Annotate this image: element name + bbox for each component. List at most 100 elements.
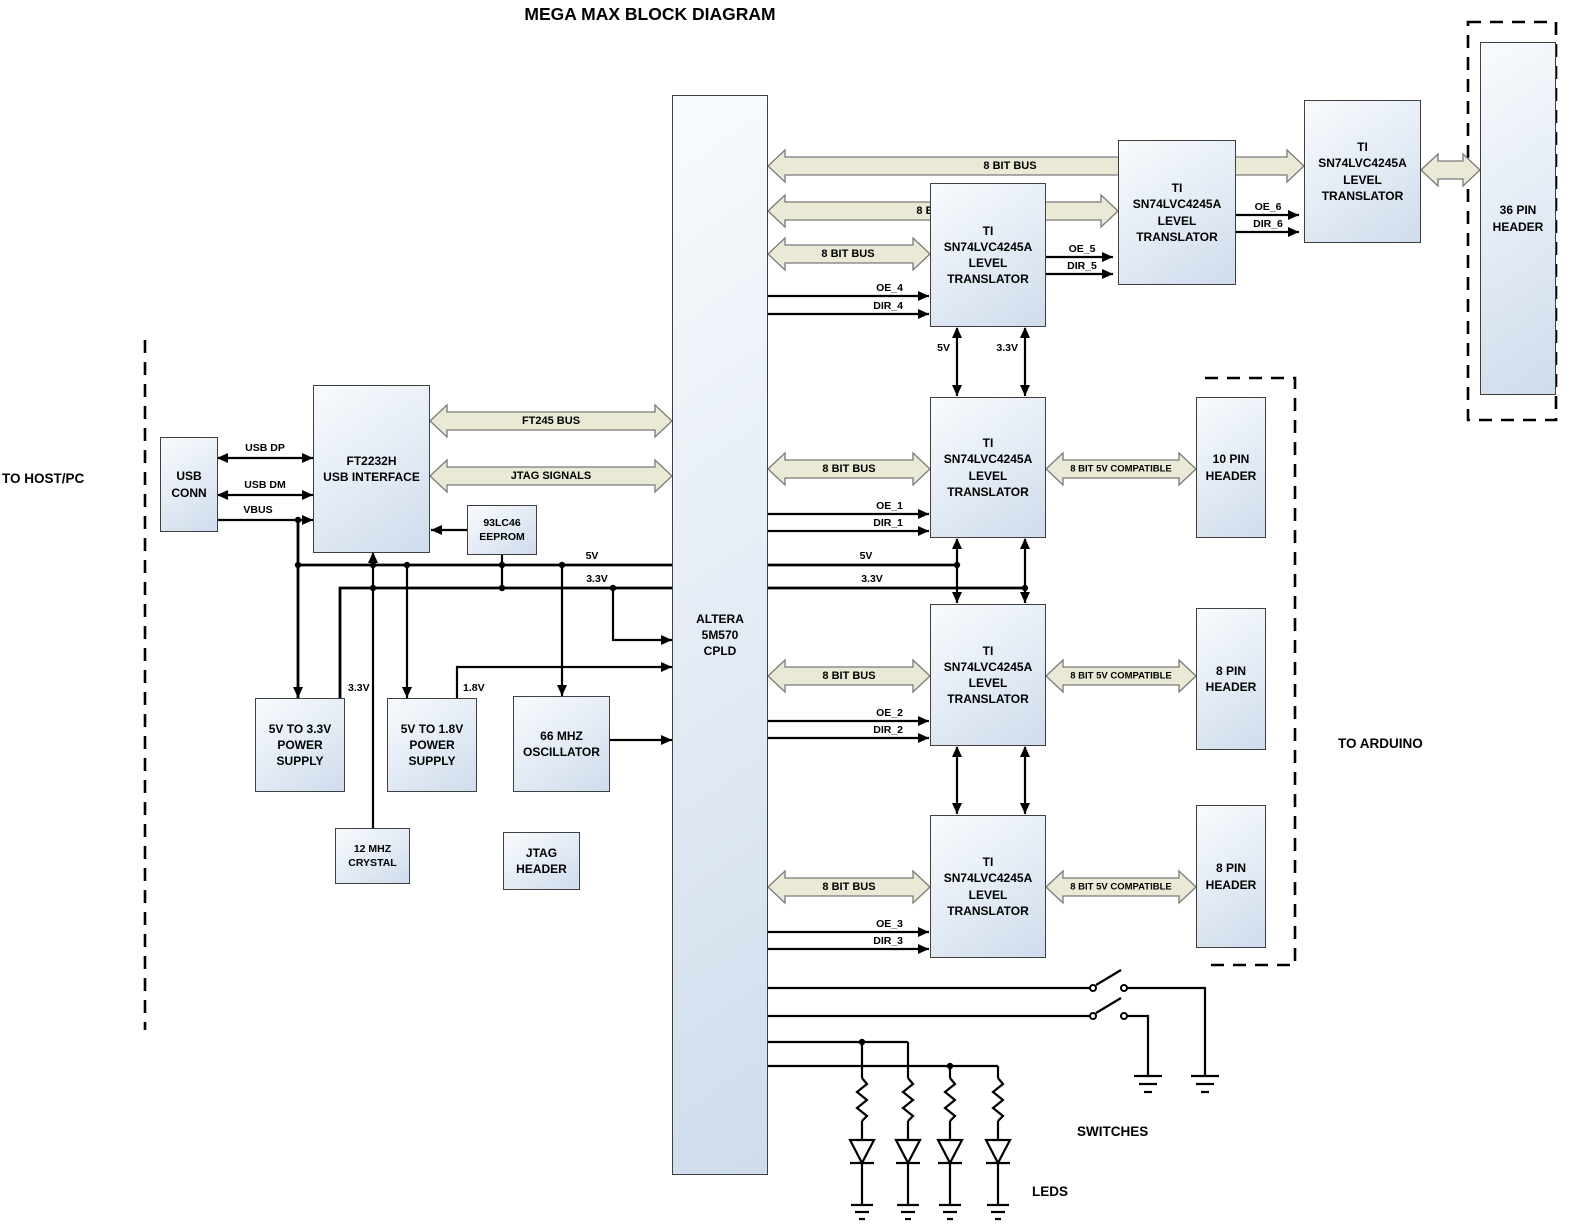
- label-5v-t4: 5V: [937, 342, 950, 354]
- block-jtag-header: JTAG HEADER: [503, 832, 580, 890]
- wire-1v8-to-cpld: [455, 662, 672, 698]
- label-vbus: VBUS: [243, 504, 272, 516]
- label-to-host-pc: TO HOST/PC: [2, 471, 85, 486]
- block-10pin-header: 10 PIN HEADER: [1196, 397, 1266, 538]
- bus-arrow-ft245: FT245 BUS: [429, 403, 673, 439]
- junction-dots: [294, 516, 1029, 1070]
- block-level-translator-1-label: TI SN74LVC4245A LEVEL TRANSLATOR: [943, 436, 1033, 499]
- block-36pin-header: 36 PIN HEADER: [1480, 42, 1556, 395]
- block-level-translator-4: TI SN74LVC4245A LEVEL TRANSLATOR: [930, 183, 1046, 327]
- block-8pin-header-2-label: 8 PIN HEADER: [1205, 861, 1257, 892]
- wire-3v3-rail: [338, 586, 1025, 698]
- ground-symbol: [1191, 1074, 1219, 1094]
- bus-arrow-8bit-top3: 8 BIT BUS: [767, 236, 931, 272]
- block-power-supply-3v3: 5V TO 3.3V POWER SUPPLY: [255, 698, 345, 792]
- label-dir6: DIR_6: [1253, 218, 1283, 230]
- block-power-supply-1v8: 5V TO 1.8V POWER SUPPLY: [387, 698, 477, 792]
- switch-blade: [1095, 997, 1122, 1014]
- block-usb-conn-label: USB CONN: [171, 469, 207, 500]
- switch-contact: [1089, 1012, 1097, 1020]
- block-altera-cpld-label: ALTERA 5M570 CPLD: [696, 611, 744, 659]
- bus-label: 8 BIT BUS: [822, 463, 875, 475]
- bus-label: FT245 BUS: [522, 415, 580, 427]
- bus-label: 8 BIT BUS: [821, 248, 874, 260]
- wire-3v3-to-cpld: [611, 588, 672, 645]
- block-eeprom-label: 93LC46 EEPROM: [479, 516, 525, 543]
- label-dir3: DIR_3: [873, 935, 903, 947]
- block-10pin-header-label: 10 PIN HEADER: [1205, 452, 1257, 483]
- diagram-title: MEGA MAX BLOCK DIAGRAM: [524, 4, 776, 24]
- label-dir1: DIR_1: [873, 517, 903, 529]
- switch-contact: [1120, 1012, 1128, 1020]
- block-oscillator: 66 MHZ OSCILLATOR: [513, 696, 610, 792]
- switch-blade: [1095, 969, 1122, 986]
- label-to-arduino: TO ARDUINO: [1338, 736, 1423, 751]
- block-altera-cpld: ALTERA 5M570 CPLD: [672, 95, 768, 1175]
- bus-arrow-8bit-t2: 8 BIT BUS: [767, 658, 931, 694]
- label-3v3-left: 3.3V: [586, 573, 608, 585]
- bus-arrow-8bit-t1: 8 BIT BUS: [767, 451, 931, 487]
- block-level-translator-6: TI SN74LVC4245A LEVEL TRANSLATOR: [1304, 100, 1421, 243]
- bus-label: 8 BIT BUS: [822, 881, 875, 893]
- block-crystal-label: 12 MHZ CRYSTAL: [348, 842, 397, 869]
- label-usb-dm: USB DM: [244, 479, 286, 491]
- block-power-supply-3v3-label: 5V TO 3.3V POWER SUPPLY: [268, 721, 332, 769]
- bus-arrow-compat-t2: 8 BIT 5V COMPATIBLE: [1045, 658, 1197, 694]
- led-chain-3: [936, 1077, 964, 1221]
- bus-arrow-jtag: JTAG SIGNALS: [429, 458, 673, 494]
- block-level-translator-5: TI SN74LVC4245A LEVEL TRANSLATOR: [1118, 140, 1236, 285]
- block-usb-conn: USB CONN: [160, 437, 218, 532]
- led-symbol: [984, 1138, 1012, 1166]
- bus-label: 8 BIT 5V COMPATIBLE: [1070, 464, 1172, 475]
- resistor-symbol: [943, 1077, 957, 1122]
- label-oe1: OE_1: [876, 500, 903, 512]
- label-switches: SWITCHES: [1077, 1124, 1149, 1139]
- bus-label: JTAG SIGNALS: [511, 470, 591, 482]
- label-usb-dp: USB DP: [245, 442, 285, 454]
- resistor-symbol: [991, 1077, 1005, 1122]
- label-3v3-right: 3.3V: [861, 573, 883, 585]
- bus-label: 8 BIT BUS: [822, 670, 875, 682]
- block-jtag-header-label: JTAG HEADER: [516, 845, 567, 876]
- block-8pin-header-1: 8 PIN HEADER: [1196, 608, 1266, 750]
- label-3v3-t4: 3.3V: [996, 342, 1018, 354]
- block-36pin-header-label: 36 PIN HEADER: [1492, 203, 1544, 234]
- led-symbol: [894, 1138, 922, 1166]
- label-oe2: OE_2: [876, 707, 903, 719]
- label-dir4: DIR_4: [873, 300, 903, 312]
- label-dir2: DIR_2: [873, 724, 903, 736]
- block-eeprom: 93LC46 EEPROM: [467, 505, 537, 555]
- block-level-translator-3-label: TI SN74LVC4245A LEVEL TRANSLATOR: [943, 855, 1033, 918]
- block-level-translator-6-label: TI SN74LVC4245A LEVEL TRANSLATOR: [1318, 140, 1407, 203]
- block-oscillator-label: 66 MHZ OSCILLATOR: [523, 728, 600, 759]
- switch-2: [768, 997, 1162, 1094]
- switch-1: [768, 969, 1219, 1094]
- label-oe3: OE_3: [876, 918, 903, 930]
- label-oe6: OE_6: [1255, 201, 1282, 213]
- block-ft2232h: FT2232H USB INTERFACE: [313, 385, 430, 553]
- resistor-symbol: [855, 1077, 869, 1122]
- label-5v-left: 5V: [586, 550, 599, 562]
- led-chain-4: [984, 1077, 1012, 1221]
- header36-boundary-dashed-line: [1466, 20, 1558, 422]
- label-leds: LEDS: [1032, 1184, 1069, 1199]
- bus-arrow-8bit-t3: 8 BIT BUS: [767, 869, 931, 905]
- bus-label: 8 BIT 5V COMPATIBLE: [1070, 882, 1172, 893]
- block-8pin-header-2: 8 PIN HEADER: [1196, 805, 1266, 948]
- block-ft2232h-label: FT2232H USB INTERFACE: [323, 453, 420, 484]
- bus-label: 8 BIT BUS: [983, 160, 1036, 172]
- label-oe5: OE_5: [1069, 243, 1096, 255]
- bus-arrow-to-36pin: [1420, 152, 1481, 188]
- switch-contact: [1120, 984, 1128, 992]
- block-level-translator-2-label: TI SN74LVC4245A LEVEL TRANSLATOR: [943, 643, 1033, 707]
- block-level-translator-4-label: TI SN74LVC4245A LEVEL TRANSLATOR: [943, 223, 1033, 287]
- block-level-translator-5-label: TI SN74LVC4245A LEVEL TRANSLATOR: [1132, 181, 1222, 244]
- led-symbol: [848, 1138, 876, 1166]
- label-5v-right: 5V: [860, 550, 873, 562]
- ground-symbol: [1134, 1074, 1162, 1094]
- block-level-translator-2: TI SN74LVC4245A LEVEL TRANSLATOR: [930, 604, 1046, 746]
- block-power-supply-1v8-label: 5V TO 1.8V POWER SUPPLY: [400, 721, 464, 769]
- block-8pin-header-1-label: 8 PIN HEADER: [1205, 663, 1257, 694]
